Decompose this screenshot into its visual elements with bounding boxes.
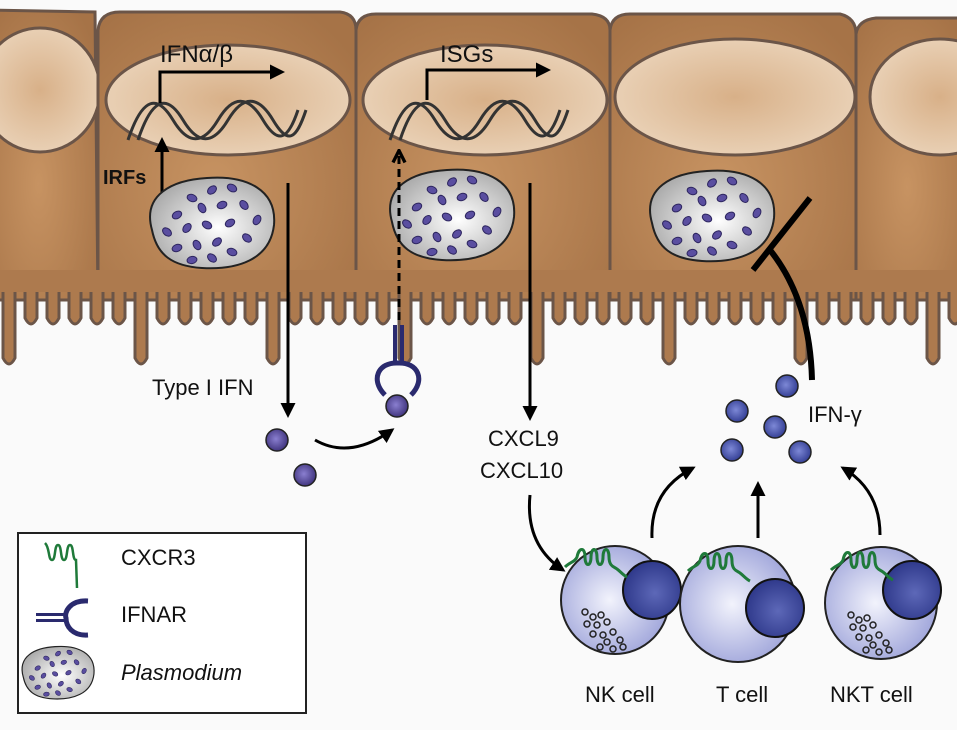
granule: [865, 634, 873, 642]
ifn-binding-arrow: [314, 428, 395, 450]
granule: [581, 608, 589, 616]
granule: [882, 639, 890, 647]
type1-ifn-particle: [265, 428, 289, 452]
immune-cell-t-cell: T cell: [679, 545, 805, 707]
granule: [885, 646, 893, 654]
immune-cells: NK cell T cell NKT cell: [560, 545, 942, 707]
legend-label-plasmodium: Plasmodium: [121, 660, 242, 685]
epithelial-cell-edge-right: [854, 16, 957, 302]
transcription-arrow-ifn: [158, 64, 285, 103]
type1-ifn-particle: [293, 463, 317, 487]
granule: [596, 643, 604, 651]
granule: [869, 641, 877, 649]
microvilli-border: [0, 283, 957, 366]
granule: [849, 623, 857, 631]
transcription-arrow-isgs: [425, 62, 551, 100]
ifn-gamma-label: IFN-γ: [808, 402, 862, 427]
inhibition-bar: [750, 196, 813, 272]
legend: CXCR3 IFNAR Plasmodium: [17, 532, 307, 714]
apical-cytoplasm: [0, 270, 957, 292]
granule: [855, 616, 863, 624]
immune-cell-label: T cell: [716, 682, 768, 707]
granule: [609, 628, 617, 636]
granule: [609, 645, 617, 653]
granule: [875, 648, 883, 656]
cxcr3-receptor-icon: [44, 542, 79, 589]
type1-ifn-label: Type I IFN: [152, 375, 253, 400]
immune-cell-nk-cell: NK cell: [560, 545, 682, 707]
granule: [875, 631, 883, 639]
ifnar-receptor: [374, 325, 422, 397]
chemotaxis-arrow: [527, 494, 566, 572]
granule: [589, 613, 597, 621]
granule: [603, 618, 611, 626]
epithelial-cell-edge-left: [0, 8, 102, 302]
plasmodium-parasite-3: [649, 169, 776, 263]
ifn-gamma-arrow-nk: [650, 466, 696, 539]
granule: [583, 620, 591, 628]
cell-nucleus: [745, 578, 805, 638]
ifnar-receptor-icon: [36, 598, 89, 638]
ifn-gamma-particle: [788, 440, 812, 464]
plasmodium-parasite-2: [389, 168, 516, 262]
irfs-label: IRFs: [103, 167, 146, 189]
isgs-gene-label: ISGs: [440, 41, 493, 68]
granule: [593, 621, 601, 629]
granule: [599, 631, 607, 639]
ifn-gamma-particle: [775, 374, 799, 398]
legend-label-cxcr3: CXCR3: [121, 545, 196, 570]
granule: [589, 630, 597, 638]
ifn-gamma-arrow-nkt: [840, 466, 882, 536]
plasmodium-parasite-1: [149, 176, 276, 270]
granule: [862, 646, 870, 654]
cxcl10-label: CXCL10: [480, 458, 563, 483]
immune-cell-label: NK cell: [585, 682, 655, 707]
immune-cell-label: NKT cell: [830, 682, 913, 707]
ifn-gamma-particle: [720, 438, 744, 462]
legend-label-ifnar: IFNAR: [121, 602, 187, 627]
plasmodium-icon: [21, 645, 95, 700]
granule: [859, 624, 867, 632]
cxcl9-label: CXCL9: [488, 426, 559, 451]
granule: [597, 611, 605, 619]
cell-nucleus: [882, 560, 942, 620]
granule: [616, 636, 624, 644]
immune-cell-nkt-cell: NKT cell: [824, 546, 942, 707]
ifn-gamma-particles: [720, 374, 812, 464]
granule: [619, 643, 627, 651]
ifn-ab-gene-label: IFNα/β: [160, 41, 233, 68]
granule: [855, 633, 863, 641]
ifn-gamma-particle: [763, 415, 787, 439]
granule: [869, 621, 877, 629]
ifn-gamma-inhibition-line: [767, 248, 815, 381]
cell-nucleus: [622, 560, 682, 620]
type1-ifn-particle-bound: [385, 394, 409, 418]
granule: [863, 614, 871, 622]
ifn-gamma-particle: [725, 399, 749, 423]
microvilli: [0, 270, 957, 366]
granule: [603, 638, 611, 646]
granule: [847, 611, 855, 619]
